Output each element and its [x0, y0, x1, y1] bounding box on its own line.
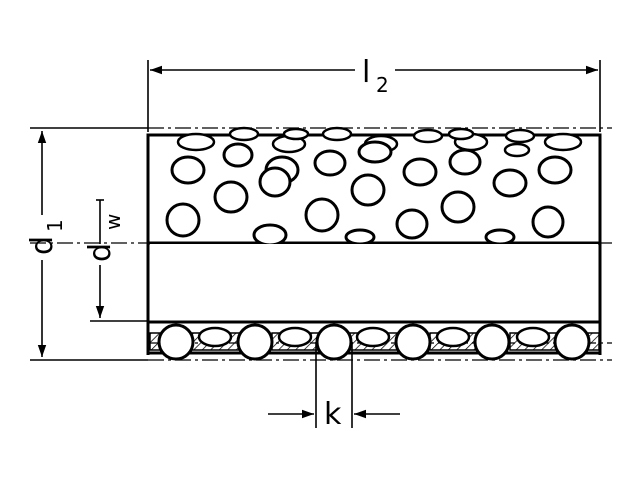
ball-cap [504, 128, 536, 144]
ball-behind [435, 326, 471, 348]
ball-row-ball [315, 323, 353, 361]
label-d1: d [25, 236, 60, 255]
axis-mask [150, 244, 598, 248]
ball-behind [277, 326, 313, 348]
ball [484, 228, 516, 246]
ball [448, 148, 482, 176]
ball [531, 205, 565, 239]
ball [170, 155, 206, 185]
ball-cap [282, 127, 310, 141]
ball [537, 155, 573, 185]
lower-view [146, 243, 602, 361]
ball-cap [447, 127, 475, 141]
ball [402, 157, 438, 187]
upper-view [146, 126, 602, 248]
label-l2-sub: 2 [376, 73, 389, 97]
ball [165, 202, 201, 238]
label-d1-sub: 1 [43, 219, 67, 232]
ball [222, 142, 254, 168]
label-k: k [324, 397, 342, 432]
ball [440, 190, 476, 224]
ball-cap [412, 128, 444, 144]
ball-behind [515, 326, 551, 348]
ball [313, 149, 347, 177]
ball [258, 166, 292, 198]
ball-row-ball [553, 323, 591, 361]
ball-row-ball [157, 323, 195, 361]
ball [304, 197, 340, 233]
ball [350, 173, 386, 207]
ball [252, 223, 288, 247]
ball [344, 228, 376, 246]
ball-cap [321, 126, 353, 142]
ball [492, 168, 528, 198]
ball-behind [355, 326, 391, 348]
ball-cap [543, 132, 583, 152]
ball [213, 180, 249, 214]
ball-row-ball [394, 323, 432, 361]
ball-behind [197, 326, 233, 348]
ball [357, 140, 393, 164]
ball-row-ball [236, 323, 274, 361]
ball-row-ball [473, 323, 511, 361]
label-l2: l [362, 55, 370, 90]
ball-cap [176, 132, 216, 152]
ball [395, 208, 429, 240]
ball-cap [503, 142, 531, 158]
ball-cap [228, 126, 260, 142]
label-dw-sub: w [101, 214, 125, 230]
label-dw: d [83, 243, 118, 262]
